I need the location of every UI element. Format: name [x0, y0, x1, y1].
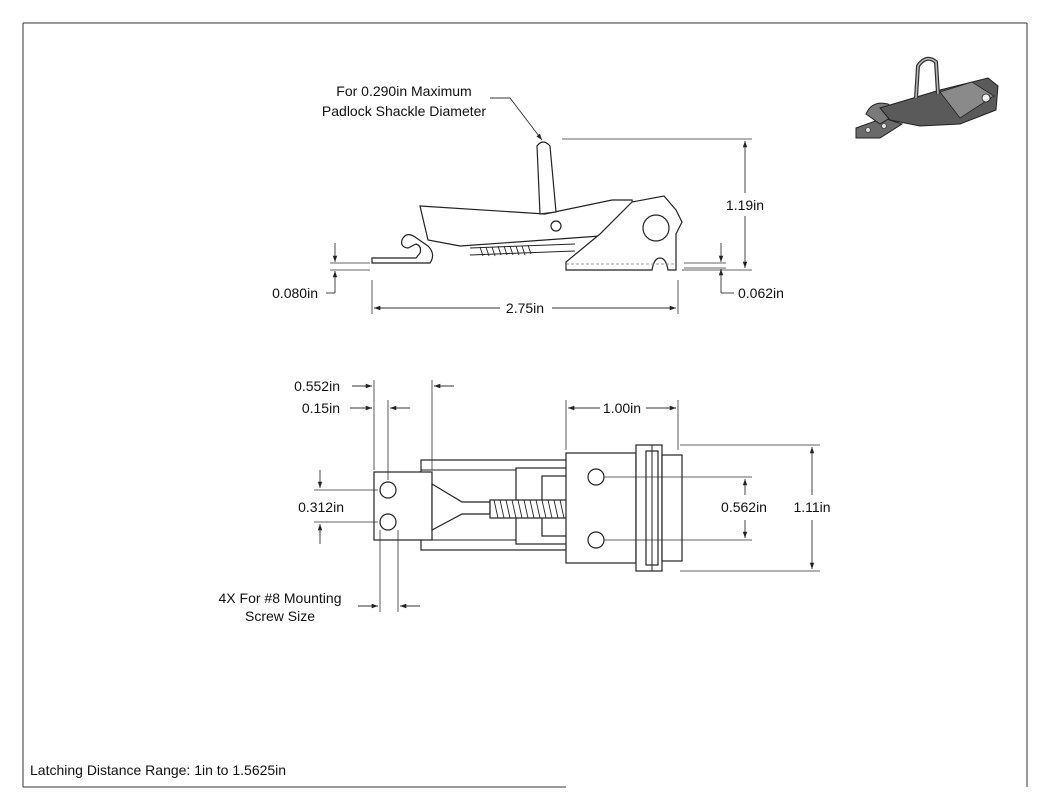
dim-bracket-width-label: 0.552in — [294, 378, 340, 394]
dim-plate-thickness-label: 0.062in — [738, 285, 784, 301]
mount-hole-2 — [379, 513, 397, 531]
shackle-note-line2: Padlock Shackle Diameter — [322, 103, 487, 119]
dim-keeper-length-label: 1.00in — [603, 400, 641, 416]
footer-note: Latching Distance Range: 1in to 1.5625in — [30, 762, 286, 778]
keeper-plate — [371, 234, 434, 264]
mount-hole-1 — [379, 481, 397, 499]
top-view-dimensions — [314, 380, 820, 612]
dim-height-total-label: 1.19in — [726, 197, 764, 213]
padlock-loop — [536, 141, 557, 215]
dim-hole-spacing-right-label: 0.562in — [721, 499, 767, 515]
dim-base-thickness-label: 0.080in — [272, 285, 318, 301]
top-view — [373, 444, 683, 572]
end-cap — [661, 454, 683, 562]
dim-overall-length-label: 2.75in — [506, 300, 544, 316]
mount-bracket — [565, 195, 683, 271]
bracket-hole-1 — [587, 468, 605, 486]
keeper-plate-top — [373, 471, 433, 541]
side-view — [371, 141, 683, 271]
dim-hole-spacing-left-label: 0.312in — [298, 499, 344, 515]
dim-hole-edge-label: 0.15in — [302, 400, 340, 416]
side-view-dimensions — [326, 97, 752, 314]
shackle-note-line1: For 0.290in Maximum — [336, 83, 471, 99]
isometric-render — [855, 56, 999, 139]
spring-rod — [469, 243, 576, 257]
sheet-border — [22, 22, 1028, 788]
bracket-hole-2 — [587, 531, 605, 549]
pivot-pin — [550, 220, 562, 232]
dim-width-total-label: 1.11in — [793, 499, 830, 515]
screw-note-line1: 4X For #8 Mounting — [219, 590, 342, 606]
bracket-hole — [642, 214, 670, 242]
screw-note-line2: Screw Size — [245, 608, 315, 624]
